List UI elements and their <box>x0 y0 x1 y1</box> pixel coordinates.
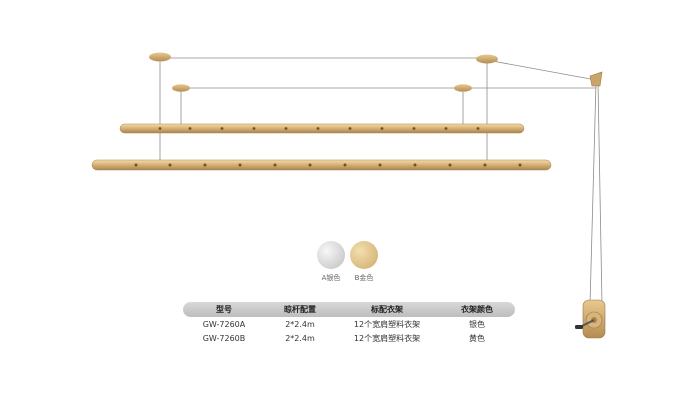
silver-color-swatch <box>317 241 345 269</box>
header-hangers: 标配衣架 <box>371 305 403 314</box>
silver-swatch-label: A银色 <box>321 274 341 282</box>
cell-hanger-color: 黄色 <box>469 333 485 343</box>
spec-table: 型号 晾杆配置 标配衣架 衣架颜色 GW-7260A 2*2.4m 12个宽肩塑… <box>183 302 515 345</box>
table-row: GW-7260A 2*2.4m 12个宽肩塑料衣架 银色 <box>183 317 515 331</box>
hand-crank <box>575 299 606 339</box>
corner-pulley <box>589 71 603 87</box>
cell-model: GW-7260A <box>202 319 246 329</box>
header-model: 型号 <box>216 305 232 314</box>
ceiling-mounts <box>149 52 498 92</box>
table-row: GW-7260B 2*2.4m 12个宽肩塑料衣架 黄色 <box>183 331 515 345</box>
lower-drying-rod <box>91 159 552 171</box>
cell-hangers: 12个宽肩塑料衣架 <box>353 319 421 329</box>
gold-swatch-label: B金色 <box>354 274 374 282</box>
table-header: 型号 晾杆配置 标配衣架 衣架颜色 <box>183 302 515 317</box>
cell-hanger-color: 银色 <box>469 319 485 329</box>
gold-color-swatch <box>350 241 378 269</box>
suspension-cables <box>159 57 603 306</box>
upper-drying-rod <box>119 123 525 134</box>
cell-rod-config: 2*2.4m <box>285 319 315 329</box>
cell-rod-config: 2*2.4m <box>285 333 315 343</box>
header-hanger-color: 衣架颜色 <box>461 305 493 314</box>
cell-model: GW-7260B <box>202 333 246 343</box>
header-rod-config: 晾杆配置 <box>284 305 316 314</box>
cell-hangers: 12个宽肩塑料衣架 <box>353 333 421 343</box>
